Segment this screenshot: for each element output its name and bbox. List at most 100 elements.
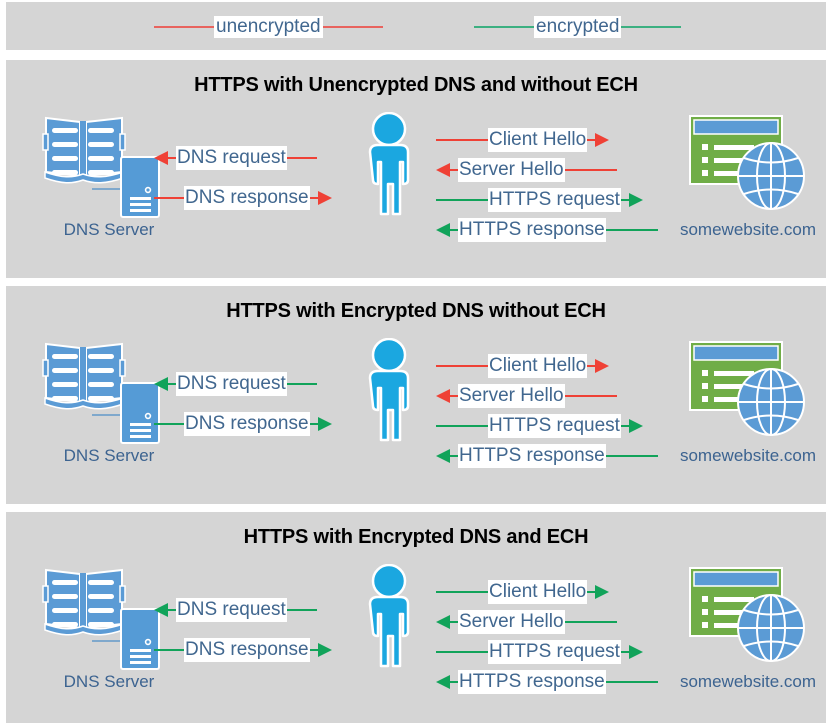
arrow-line [450, 455, 458, 457]
globe-icon [737, 594, 805, 662]
arrow-head-right [628, 193, 643, 207]
arrow-line [564, 395, 617, 397]
message-label: HTTPS request [488, 188, 621, 212]
person-icon [368, 111, 410, 216]
message-row-left-encrypted: HTTPS response [436, 218, 676, 242]
client-person-icon [358, 563, 420, 673]
arrow-head-right [595, 133, 610, 147]
message-row-left-encrypted: HTTPS response [436, 444, 676, 468]
arrow-line [436, 365, 488, 367]
website-icon [689, 567, 805, 662]
message-row-right-unencrypted: Client Hello [436, 354, 676, 378]
arrow-line [564, 169, 617, 171]
arrow-line [309, 649, 318, 651]
arrow-line [286, 609, 317, 611]
message-label: DNS request [176, 372, 287, 396]
website-label: somewebsite.com [679, 672, 817, 691]
arrow-line [309, 197, 318, 199]
arrow-head-right [317, 417, 332, 431]
panel-title: HTTPS with Encrypted DNS without ECH [226, 300, 606, 322]
book-icon-wrap [42, 564, 126, 643]
legend-label-encrypted: encrypted [534, 16, 622, 38]
book-icon [42, 116, 126, 184]
arrow-head-left [436, 449, 450, 463]
message-label: HTTPS response [458, 218, 606, 242]
panel-title: HTTPS with Unencrypted DNS and without E… [194, 74, 638, 96]
arrow-head-left [436, 389, 450, 403]
message-row-left-unencrypted: DNS request [154, 146, 366, 170]
message-label: HTTPS request [488, 640, 621, 664]
server-icon [120, 382, 160, 444]
message-row-right-encrypted: HTTPS request [436, 188, 676, 212]
arrow-line [168, 383, 176, 385]
arrow-head-left [436, 675, 450, 689]
website-icon [689, 115, 805, 210]
arrow-line [620, 425, 629, 427]
arrow-line [620, 651, 629, 653]
website-label: somewebsite.com [679, 220, 817, 239]
arrow-line [168, 609, 176, 611]
arrow-line [620, 199, 629, 201]
arrow-line [450, 169, 458, 171]
legend-line-unencrypted-right [322, 26, 383, 28]
arrow-line [587, 139, 596, 141]
message-row-right-encrypted: DNS response [154, 412, 366, 436]
message-row-left-encrypted: HTTPS response [436, 670, 676, 694]
arrow-line [154, 649, 184, 651]
arrow-line [436, 199, 488, 201]
arrow-line [154, 423, 184, 425]
arrow-line [436, 591, 488, 593]
arrow-line [436, 425, 488, 427]
arrow-head-left [154, 377, 168, 391]
dns-server-label: DNS Server [63, 672, 155, 691]
website-label: somewebsite.com [679, 446, 817, 465]
scenario-panel-1: HTTPS with Unencrypted DNS and without E… [6, 60, 826, 278]
message-label: DNS request [176, 598, 287, 622]
legend-bar: unencrypted encrypted [6, 2, 826, 50]
message-row-right-encrypted: HTTPS request [436, 414, 676, 438]
arrow-line [605, 229, 658, 231]
arrow-line [309, 423, 318, 425]
message-label: HTTPS response [458, 444, 606, 468]
dns-server-node: DNS Server [34, 112, 184, 242]
message-label: HTTPS request [488, 414, 621, 438]
message-row-left-encrypted: DNS request [154, 372, 366, 396]
server-icon-wrap [120, 382, 160, 449]
arrow-line [450, 681, 458, 683]
website-node: somewebsite.com [668, 334, 824, 474]
legend-line-encrypted-right [621, 26, 682, 28]
website-icon-wrap [688, 334, 808, 447]
client-person-icon [358, 337, 420, 447]
dns-connector-line [92, 640, 124, 642]
message-row-left-unencrypted: Server Hello [436, 384, 676, 408]
arrow-line [587, 365, 596, 367]
legend-label-unencrypted: unencrypted [214, 16, 323, 38]
legend-item-unencrypted: unencrypted [154, 16, 383, 38]
person-icon [368, 563, 410, 668]
message-row-right-encrypted: Client Hello [436, 580, 676, 604]
globe-icon [737, 142, 805, 210]
message-row-left-encrypted: DNS request [154, 598, 366, 622]
dns-connector-line [92, 414, 124, 416]
book-icon [42, 342, 126, 410]
book-icon [42, 568, 126, 636]
message-label: HTTPS response [458, 670, 606, 694]
message-label: DNS request [176, 146, 287, 170]
legend-line-unencrypted-left [154, 26, 214, 28]
arrow-line [450, 621, 458, 623]
scenario-panel-3: HTTPS with Encrypted DNS and ECH DNS Ser… [6, 512, 826, 723]
dns-server-node: DNS Server [34, 338, 184, 468]
arrow-line [564, 621, 617, 623]
website-node: somewebsite.com [668, 560, 824, 700]
arrow-line [587, 591, 596, 593]
arrow-head-right [628, 645, 643, 659]
arrow-line [450, 395, 458, 397]
scenario-panel-2: HTTPS with Encrypted DNS without ECH DNS… [6, 286, 826, 504]
arrow-line [605, 681, 658, 683]
message-label: Server Hello [458, 384, 565, 408]
message-row-left-encrypted: Server Hello [436, 610, 676, 634]
server-icon [120, 608, 160, 670]
message-label: Client Hello [488, 354, 588, 378]
arrow-head-right [595, 359, 610, 373]
arrow-line [154, 197, 184, 199]
